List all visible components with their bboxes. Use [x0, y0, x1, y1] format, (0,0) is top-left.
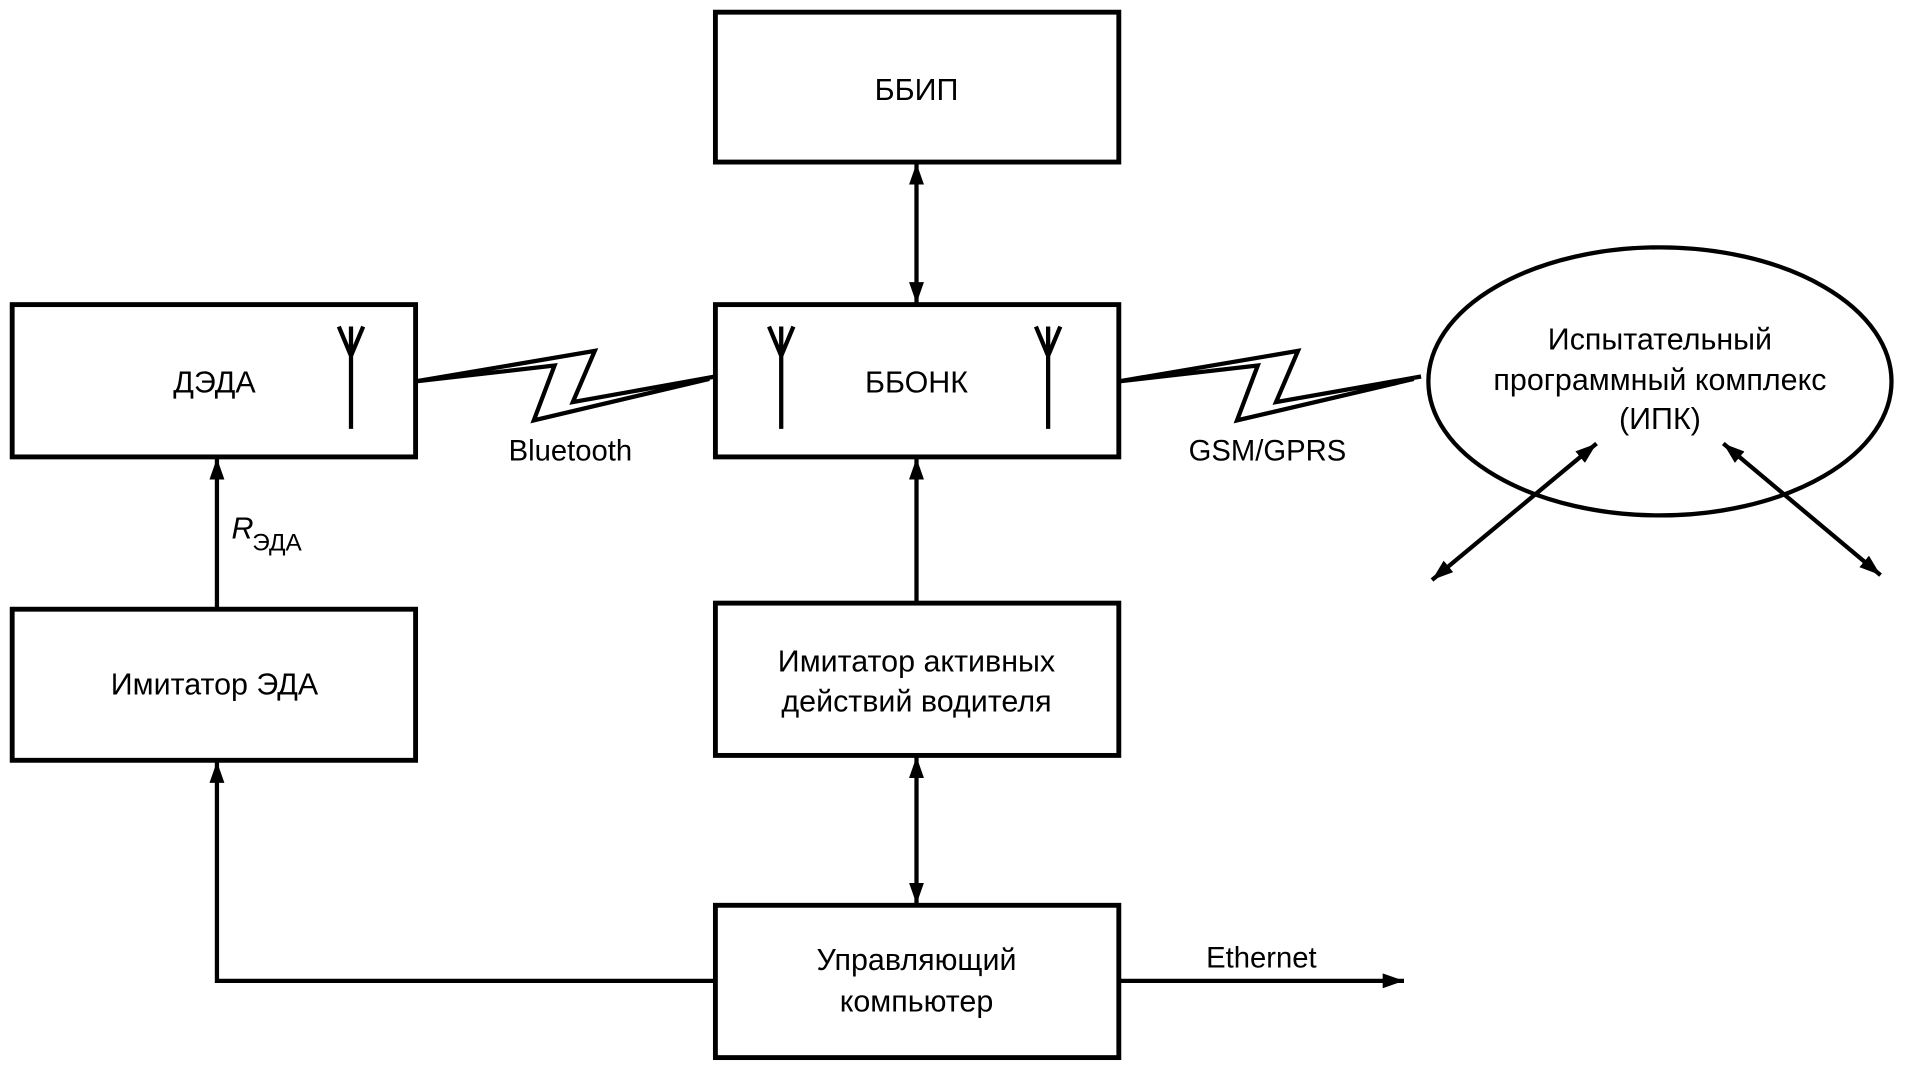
wireless-zigzag-icon	[1118, 348, 1422, 424]
block-control-computer-line1: Управляющий	[816, 943, 1016, 977]
block-bbonk-label: ББОНК	[865, 365, 968, 399]
block-bbip-label: ББИП	[875, 73, 959, 107]
ethernet-link: Ethernet	[1118, 942, 1404, 989]
block-control-computer-line2: компьютер	[840, 984, 994, 1018]
block-deda: ДЭДА	[9, 302, 419, 460]
ethernet-label: Ethernet	[1206, 942, 1317, 974]
block-imitator-driver: Имитатор активных действий водителя	[712, 600, 1122, 758]
bluetooth-link: Bluetooth	[415, 348, 716, 468]
block-imitator-eda: Имитатор ЭДА	[9, 606, 419, 763]
antenna-icon	[1033, 325, 1063, 429]
block-imitator-driver-line1: Имитатор активных	[778, 644, 1055, 678]
block-imitator-driver-line2: действий водителя	[781, 685, 1051, 719]
block-ipk-line2: программный комплекс	[1493, 363, 1826, 397]
block-bbip: ББИП	[712, 9, 1122, 165]
wireless-zigzag-icon	[415, 348, 716, 424]
block-ipk-line3: (ИПК)	[1619, 402, 1701, 436]
block-ipk: Испытательный программный комплекс (ИПК)	[1426, 245, 1894, 518]
block-bbonk: ББОНК	[712, 302, 1122, 460]
block-deda-label: ДЭДА	[173, 365, 256, 399]
arrow-ipk-external-left	[1430, 441, 1598, 582]
block-control-computer: Управляющий компьютер	[712, 902, 1122, 1061]
arrow-control-to-imitator-eda	[209, 761, 716, 983]
bluetooth-label: Bluetooth	[509, 436, 633, 468]
r-eda-subscript: ЭДА	[252, 530, 302, 557]
gsm-label: GSM/GPRS	[1189, 436, 1347, 468]
r-eda-label: R ЭДА	[232, 512, 303, 557]
r-eda-symbol: R	[232, 512, 254, 546]
antenna-icon	[767, 325, 796, 429]
block-imitator-eda-label: Имитатор ЭДА	[111, 668, 319, 702]
gsm-link: GSM/GPRS	[1118, 348, 1422, 468]
arrow-ipk-external-right	[1721, 441, 1882, 577]
block-ipk-line1: Испытательный	[1548, 323, 1772, 357]
antenna-icon	[336, 325, 366, 429]
